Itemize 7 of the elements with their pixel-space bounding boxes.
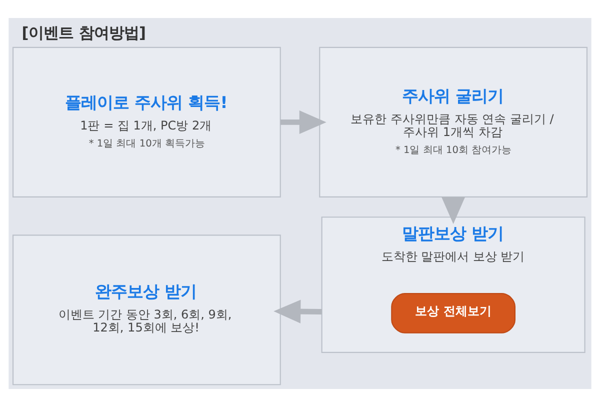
arrow	[280, 110, 326, 134]
diagram-title: [이벤트 참여방법]	[22, 24, 146, 42]
arrow	[274, 300, 322, 324]
node-box: 완주보상 받기 이벤트 기간 동안 3회, 6회, 9회, 12회, 15회에 보상!	[12, 234, 281, 386]
node-box: 주사위 굴리기 보유한 주사위만큼 자동 연속 굴리기 / 주사위 1개씩 차감 * 1일 최대 10회 참여가능	[319, 46, 588, 198]
node-box: 플레이로 주사위 획득! 1판 = 집 1개, PC방 2개 * 1일 최대 10개 획득가능	[12, 46, 281, 198]
node-box: 보상 전체보기	[391, 292, 516, 334]
